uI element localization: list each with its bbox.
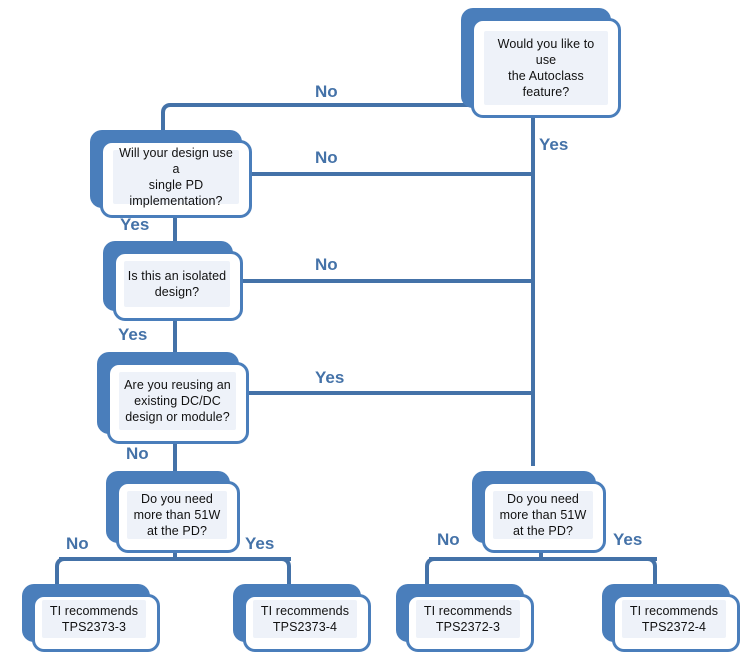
edge-power-right-no-drop bbox=[425, 566, 429, 586]
edge-label-autoclass-no: No bbox=[315, 82, 338, 101]
edge-power-right-no-corner bbox=[425, 557, 439, 571]
edge-autoclass-no-corner bbox=[161, 103, 175, 117]
edge-single-pd-yes-vertical bbox=[173, 196, 177, 251]
edge-single-pd-no-horizontal bbox=[252, 172, 535, 176]
edge-isolated-yes-vertical bbox=[173, 305, 177, 362]
edge-autoclass-yes-vertical bbox=[531, 104, 535, 466]
edge-isolated-no-horizontal bbox=[243, 279, 535, 283]
edge-power-right-yes-drop bbox=[653, 566, 657, 586]
edge-label-power-right-no: No bbox=[437, 530, 460, 549]
node-inner: TI recommends TPS2373-4 bbox=[253, 600, 357, 638]
node-result-tps2373-3[interactable]: TI recommends TPS2373-3 bbox=[22, 584, 160, 652]
edge-label-power-left-yes: Yes bbox=[245, 534, 275, 553]
node-result-tps2373-4[interactable]: TI recommends TPS2373-4 bbox=[233, 584, 371, 652]
node-label: TI recommends TPS2373-4 bbox=[260, 604, 350, 634]
node-result-tps2372-3[interactable]: TI recommends TPS2372-3 bbox=[396, 584, 534, 652]
node-label: TI recommends TPS2372-3 bbox=[423, 604, 513, 634]
node-single-pd[interactable]: Will your design use a single PD impleme… bbox=[90, 130, 252, 218]
edge-label-power-right-yes: Yes bbox=[613, 530, 643, 549]
edge-power-right-split-bar bbox=[429, 557, 657, 561]
edge-label-isolated-yes: Yes bbox=[118, 325, 148, 344]
node-inner: TI recommends TPS2372-4 bbox=[622, 600, 726, 638]
edge-power-left-no-corner bbox=[55, 557, 69, 571]
edge-power-right-yes-corner bbox=[643, 557, 657, 571]
edge-label-reusing-yes: Yes bbox=[315, 368, 345, 387]
edge-power-left-split-bar bbox=[59, 557, 291, 561]
edge-label-single-pd-no: No bbox=[315, 148, 338, 167]
node-label: Is this an isolated design? bbox=[127, 269, 227, 299]
node-power-left[interactable]: Do you need more than 51W at the PD? bbox=[106, 471, 240, 553]
edge-power-left-yes-corner bbox=[277, 557, 291, 571]
node-label: TI recommends TPS2372-4 bbox=[629, 604, 719, 634]
node-inner: Would you like to use the Autoclass feat… bbox=[484, 31, 608, 105]
edge-autoclass-no-horizontal bbox=[170, 103, 475, 107]
node-autoclass[interactable]: Would you like to use the Autoclass feat… bbox=[461, 8, 621, 118]
node-label: Will your design use a single PD impleme… bbox=[119, 146, 233, 208]
node-power-right[interactable]: Do you need more than 51W at the PD? bbox=[472, 471, 606, 553]
edge-power-left-yes-drop bbox=[287, 566, 291, 586]
node-inner: Do you need more than 51W at the PD? bbox=[127, 491, 227, 539]
node-label: Would you like to use the Autoclass feat… bbox=[497, 37, 595, 99]
edge-autoclass-no-vertical bbox=[161, 112, 165, 140]
edge-reusing-no-vertical bbox=[173, 423, 177, 481]
node-inner: Are you reusing an existing DC/DC design… bbox=[119, 372, 236, 430]
node-label: Do you need more than 51W at the PD? bbox=[133, 492, 221, 538]
node-reusing-dcdc[interactable]: Are you reusing an existing DC/DC design… bbox=[97, 352, 249, 444]
node-label: Are you reusing an existing DC/DC design… bbox=[124, 378, 231, 424]
node-label: TI recommends TPS2373-3 bbox=[49, 604, 139, 634]
edge-reusing-yes-horizontal bbox=[249, 391, 535, 395]
edge-power-left-no-drop bbox=[55, 566, 59, 586]
edge-label-autoclass-yes: Yes bbox=[539, 135, 569, 154]
node-inner: Will your design use a single PD impleme… bbox=[113, 146, 239, 208]
edge-label-reusing-no: No bbox=[126, 444, 149, 463]
node-result-tps2372-4[interactable]: TI recommends TPS2372-4 bbox=[602, 584, 740, 652]
node-isolated[interactable]: Is this an isolated design? bbox=[103, 241, 243, 321]
edge-label-isolated-no: No bbox=[315, 255, 338, 274]
node-inner: Do you need more than 51W at the PD? bbox=[493, 491, 593, 539]
edge-label-power-left-no: No bbox=[66, 534, 89, 553]
node-inner: Is this an isolated design? bbox=[124, 261, 230, 307]
node-label: Do you need more than 51W at the PD? bbox=[499, 492, 587, 538]
node-inner: TI recommends TPS2373-3 bbox=[42, 600, 146, 638]
edge-label-single-pd-yes: Yes bbox=[120, 215, 150, 234]
node-inner: TI recommends TPS2372-3 bbox=[416, 600, 520, 638]
